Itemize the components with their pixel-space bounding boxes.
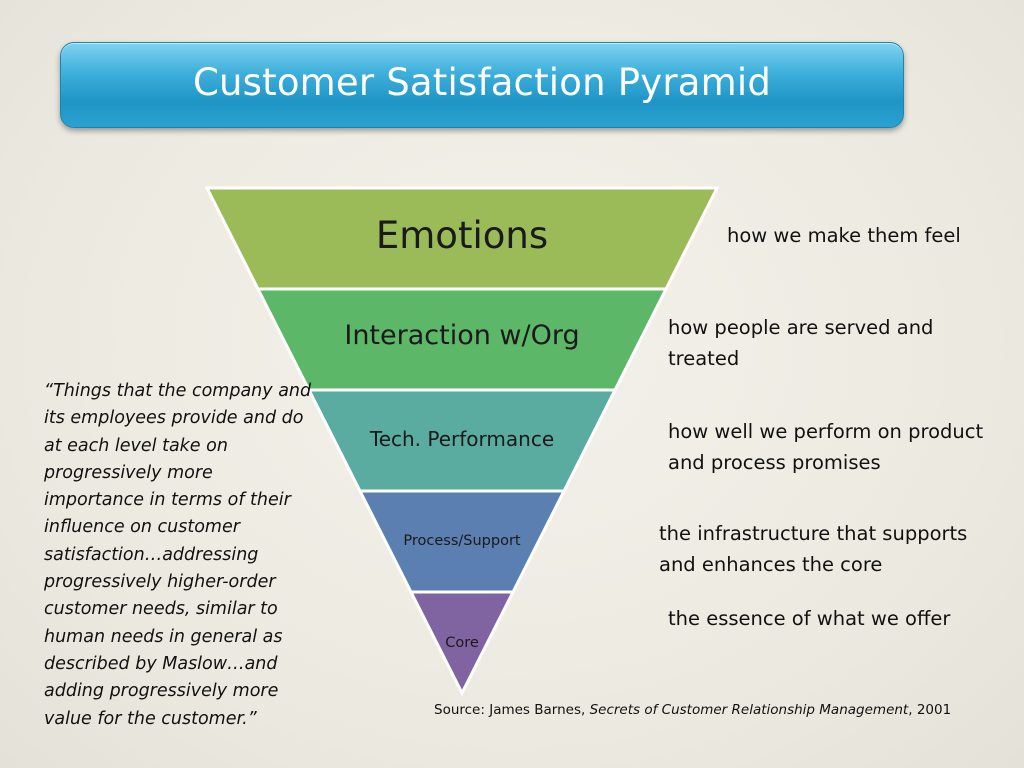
level-description-interaction: how people are served and treated bbox=[668, 316, 934, 370]
level-description-core: the essence of what we offer bbox=[668, 607, 951, 630]
level-label-process-support: Process/Support bbox=[403, 533, 521, 549]
level-description-emotions: how we make them feel bbox=[727, 224, 961, 247]
source-citation: Source: James Barnes, Secrets of Custome… bbox=[434, 702, 951, 718]
level-label-tech-performance: Tech. Performance bbox=[369, 427, 555, 451]
level-label-interaction: Interaction w/Org bbox=[344, 320, 580, 351]
source-work-title: Secrets of Customer Relationship Managem… bbox=[589, 702, 909, 718]
level-label-emotions: Emotions bbox=[375, 214, 549, 257]
maslow-quote: “Things that the company and its employe… bbox=[44, 381, 312, 729]
pyramid-layer-core bbox=[408, 590, 516, 697]
title-banner: Customer Satisfaction Pyramid bbox=[60, 42, 904, 128]
level-description-tech-performance: how well we perform on product and proce… bbox=[668, 420, 984, 474]
source-prefix: Source: James Barnes, bbox=[434, 702, 590, 718]
slide-title: Customer Satisfaction Pyramid bbox=[192, 60, 772, 104]
source-year: , 2001 bbox=[908, 702, 952, 718]
level-description-process-support: the infrastructure that supports and enh… bbox=[659, 522, 968, 576]
level-label-core: Core bbox=[445, 635, 479, 651]
